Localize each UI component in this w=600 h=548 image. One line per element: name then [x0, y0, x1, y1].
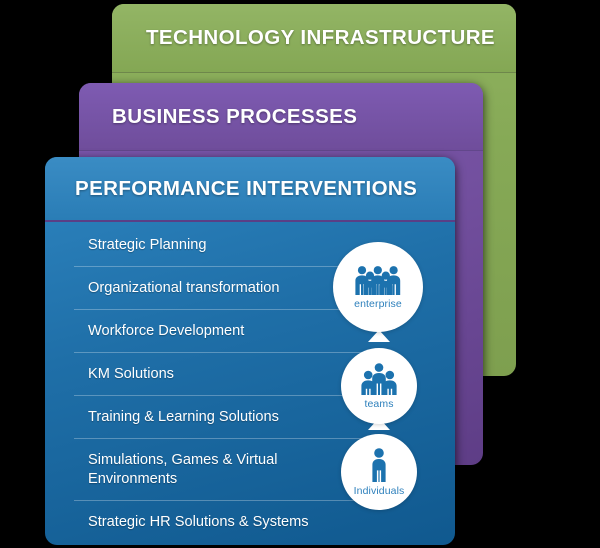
- card-title-business-processes: BUSINESS PROCESSES: [79, 83, 483, 151]
- scale-bubble-label: Individuals: [353, 484, 405, 497]
- scale-bubble-teams[interactable]: teams: [341, 348, 417, 424]
- scale-bubble-label: teams: [364, 397, 394, 410]
- list-item[interactable]: Simulations, Games & Virtual Environment…: [74, 439, 364, 501]
- list-item[interactable]: Workforce Development: [74, 310, 364, 353]
- intervention-list: Strategic Planning Organizational transf…: [74, 224, 364, 543]
- bubble-connector-arrow-up-icon: [368, 330, 390, 342]
- list-item[interactable]: Training & Learning Solutions: [74, 396, 364, 439]
- list-item[interactable]: Strategic Planning: [74, 224, 364, 267]
- list-item[interactable]: Organizational transformation: [74, 267, 364, 310]
- list-item[interactable]: Strategic HR Solutions & Systems: [88, 514, 309, 530]
- scale-bubble-enterprise[interactable]: enterprise: [333, 242, 423, 332]
- list-item[interactable]: KM Solutions: [74, 353, 364, 396]
- scale-bubble-individuals[interactable]: Individuals: [341, 434, 417, 510]
- scale-bubble-label: enterprise: [354, 297, 402, 310]
- card-title-technology-infrastructure: TECHNOLOGY INFRASTRUCTURE: [112, 4, 516, 73]
- group-of-three-people-icon: [361, 362, 397, 395]
- card-title-performance-interventions: PERFORMANCE INTERVENTIONS: [45, 157, 455, 222]
- single-person-icon: [369, 447, 389, 482]
- group-of-five-people-icon: [350, 265, 406, 295]
